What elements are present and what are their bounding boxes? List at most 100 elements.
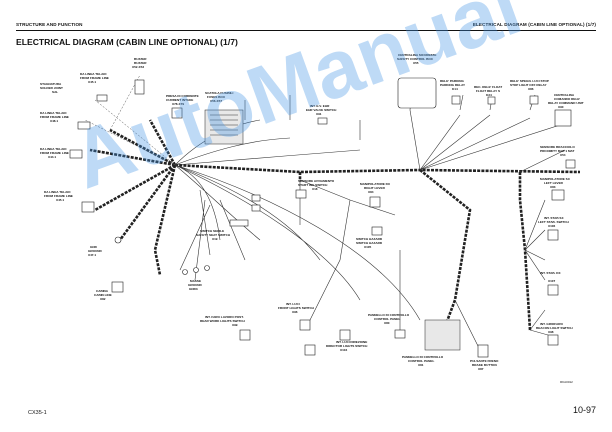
- connector-x91: [317, 117, 328, 125]
- control-panel-x81: [424, 319, 461, 351]
- svg-text:FRONT LIGHTS SWITCH: FRONT LIGHTS SWITCH: [278, 306, 315, 310]
- svg-text:BEACON LIGHT SWITCH: BEACON LIGHT SWITCH: [536, 326, 573, 330]
- footer-model: CX35-1: [28, 410, 47, 416]
- label-x107: INT. STAB. DX X107: [540, 271, 562, 283]
- svg-text:MANIPOLATORE DX: MANIPOLATORE DX: [360, 182, 391, 186]
- connector-x19: [229, 219, 249, 227]
- label-x45-1-lower: DA LINEA TELAIO FROM FRAME LINE X45.1: [44, 190, 73, 202]
- svg-text:SAFETY CONTROL BOX: SAFETY CONTROL BOX: [397, 57, 434, 61]
- svg-text:SWITCH HAZARD: SWITCH HAZARD: [356, 241, 383, 245]
- svg-text:X55: X55: [413, 61, 419, 65]
- connector-x104: [339, 329, 351, 341]
- label-x81: PANNELLO DI CONTROLLO CONTROL PANEL X81: [402, 355, 444, 367]
- svg-text:BUZZER: BUZZER: [134, 61, 147, 65]
- connector-x107: [547, 284, 559, 296]
- svg-text:X86: X86: [528, 87, 534, 91]
- label-sal: STAGNATURA SOLDER JOINT SAL: [40, 82, 63, 94]
- wire-upper-fan: [409, 109, 566, 173]
- svg-text:X98: X98: [548, 330, 554, 334]
- svg-text:X52-X53: X52-X53: [132, 65, 144, 69]
- svg-text:MANIPOLATORE SX: MANIPOLATORE SX: [540, 177, 571, 181]
- svg-text:CENTRALINA SICUREZZE: CENTRALINA SICUREZZE: [398, 53, 436, 57]
- ground-x47-1: [114, 236, 122, 244]
- svg-text:X48.1: X48.1: [50, 119, 58, 123]
- label-x56: SCATOLA FUSIBILI FUSES BOX X56-X57: [205, 91, 233, 103]
- svg-text:X87: X87: [478, 367, 484, 371]
- svg-text:K34: K34: [486, 93, 492, 97]
- svg-text:SWITCH SEDILE: SWITCH SEDILE: [200, 229, 224, 233]
- svg-text:X83: X83: [550, 185, 556, 189]
- svg-text:PRESA DI CORRENTE: PRESA DI CORRENTE: [166, 94, 199, 98]
- svg-text:INT. E.V. EHR: INT. E.V. EHR: [310, 104, 330, 108]
- label-x98: INT. GIROFARO BEACON LIGHT SWITCH X98: [536, 322, 573, 334]
- svg-text:BRAKE BUTTON: BRAKE BUTTON: [472, 363, 497, 367]
- svg-text:X54: X54: [560, 153, 566, 157]
- page-title: ELECTRICAL DIAGRAM (CABIN LINE OPTIONAL)…: [16, 37, 238, 47]
- svg-text:INT. LUCI: INT. LUCI: [286, 302, 300, 306]
- svg-text:X91: X91: [316, 112, 322, 116]
- connector-x48-1: [77, 121, 91, 130]
- connector-x45-1-lower: [81, 201, 95, 213]
- fuse-box-grid: [210, 114, 238, 136]
- svg-text:INT. STAB SX: INT. STAB SX: [544, 216, 564, 220]
- svg-text:CENTRALINA: CENTRALINA: [554, 93, 575, 97]
- svg-text:PARKING RELAY: PARKING RELAY: [440, 83, 466, 87]
- svg-text:SAL: SAL: [52, 90, 58, 94]
- svg-text:RELAY COMMAND UNIT: RELAY COMMAND UNIT: [548, 101, 584, 105]
- label-k14: RELE' PARKING PARKING RELAY K14: [440, 79, 466, 91]
- svg-text:PROXIMITY BAR 1 MAT: PROXIMITY BAR 1 MAT: [540, 149, 575, 153]
- connector-x82: [111, 281, 124, 293]
- svg-text:INT. LUCI DIREZIONE: INT. LUCI DIREZIONE: [336, 340, 367, 344]
- svg-text:CABINA: CABINA: [96, 289, 109, 293]
- svg-text:FLOAT RELAY S: FLOAT RELAY S: [476, 89, 500, 93]
- connector-x106: [547, 229, 559, 241]
- header-chapter-title: ELECTRICAL DIAGRAM (CABIN LINE OPTIONAL)…: [472, 22, 596, 27]
- connector-misc-3: [304, 344, 316, 356]
- label-x83: MANIPOLATORE SX LEFT LEVER X83: [540, 177, 571, 189]
- svg-text:SAFETY SEAT SWITCH: SAFETY SEAT SWITCH: [196, 233, 231, 237]
- svg-text:FROM FRAME LINE: FROM FRAME LINE: [40, 115, 69, 119]
- connector-x44-1: [69, 149, 83, 159]
- svg-text:SCATOLA FUSIBILI: SCATOLA FUSIBILI: [205, 91, 233, 95]
- svg-text:LEFT LEVER: LEFT LEVER: [544, 181, 564, 185]
- main-harness: [174, 163, 581, 174]
- svg-text:X78-X79: X78-X79: [172, 102, 184, 106]
- connector-x84: [369, 196, 381, 208]
- svg-text:X47.1: X47.1: [88, 253, 96, 257]
- connector-misc-2: [251, 204, 261, 212]
- svg-text:COMANDO RELE': COMANDO RELE': [554, 97, 580, 101]
- svg-text:CONTROL PANEL: CONTROL PANEL: [374, 317, 400, 321]
- svg-text:X106: X106: [548, 224, 556, 228]
- svg-text:FROM FRAME LINE: FROM FRAME LINE: [40, 151, 69, 155]
- label-x87: PULSANTE FRENO BRAKE BUTTON X87: [470, 359, 499, 371]
- svg-text:X56-X57: X56-X57: [210, 99, 222, 103]
- label-x104: INT. LUCI DIREZIONE DIRECTOR LIGHTS SWIT…: [326, 340, 368, 352]
- wire-lower-right: [299, 179, 481, 351]
- connector-x78: [171, 107, 183, 119]
- svg-text:CABIN LINE: CABIN LINE: [94, 293, 112, 297]
- label-buzzer: BUZZER BUZZER X52-X53: [132, 57, 147, 69]
- harness-branch-right: [518, 172, 532, 331]
- connector-misc-1: [251, 194, 261, 202]
- svg-text:SENSORE BRACCIOLO: SENSORE BRACCIOLO: [540, 145, 575, 149]
- connector-buzzer: [134, 79, 145, 95]
- svg-text:PANNELLO DI CONTROLLO: PANNELLO DI CONTROLLO: [368, 313, 410, 317]
- figure-code: RKA0012: [560, 380, 573, 384]
- svg-text:RIGHT LEVER: RIGHT LEVER: [364, 186, 386, 190]
- label-x90: CENTRALINA COMANDO RELE' RELAY COMMAND U…: [548, 93, 584, 109]
- svg-text:STAGNATURA: STAGNATURA: [40, 82, 62, 86]
- label-x54: SENSORE BRACCIOLO PROXIMITY BAR 1 MAT X5…: [540, 145, 575, 157]
- label-x44-1: DA LINEA TELAIO FROM FRAME LINE X44.1: [40, 147, 69, 159]
- label-x48-1: DA LINEA TELAIO FROM FRAME LINE X48.1: [40, 111, 69, 123]
- svg-text:K14: K14: [452, 87, 458, 91]
- svg-text:X81: X81: [418, 363, 424, 367]
- svg-text:PANNELLO DI CONTROLLO: PANNELLO DI CONTROLLO: [402, 355, 444, 359]
- relay-k14: [451, 95, 461, 105]
- svg-text:STOP LIGHT OFF RELAY: STOP LIGHT OFF RELAY: [510, 83, 547, 87]
- svg-text:GROUND: GROUND: [88, 249, 103, 253]
- connector-x105: [371, 226, 383, 236]
- svg-text:X96: X96: [292, 310, 298, 314]
- svg-text:REC. RELE' FLOAT: REC. RELE' FLOAT: [474, 85, 502, 89]
- svg-text:X84: X84: [368, 190, 374, 194]
